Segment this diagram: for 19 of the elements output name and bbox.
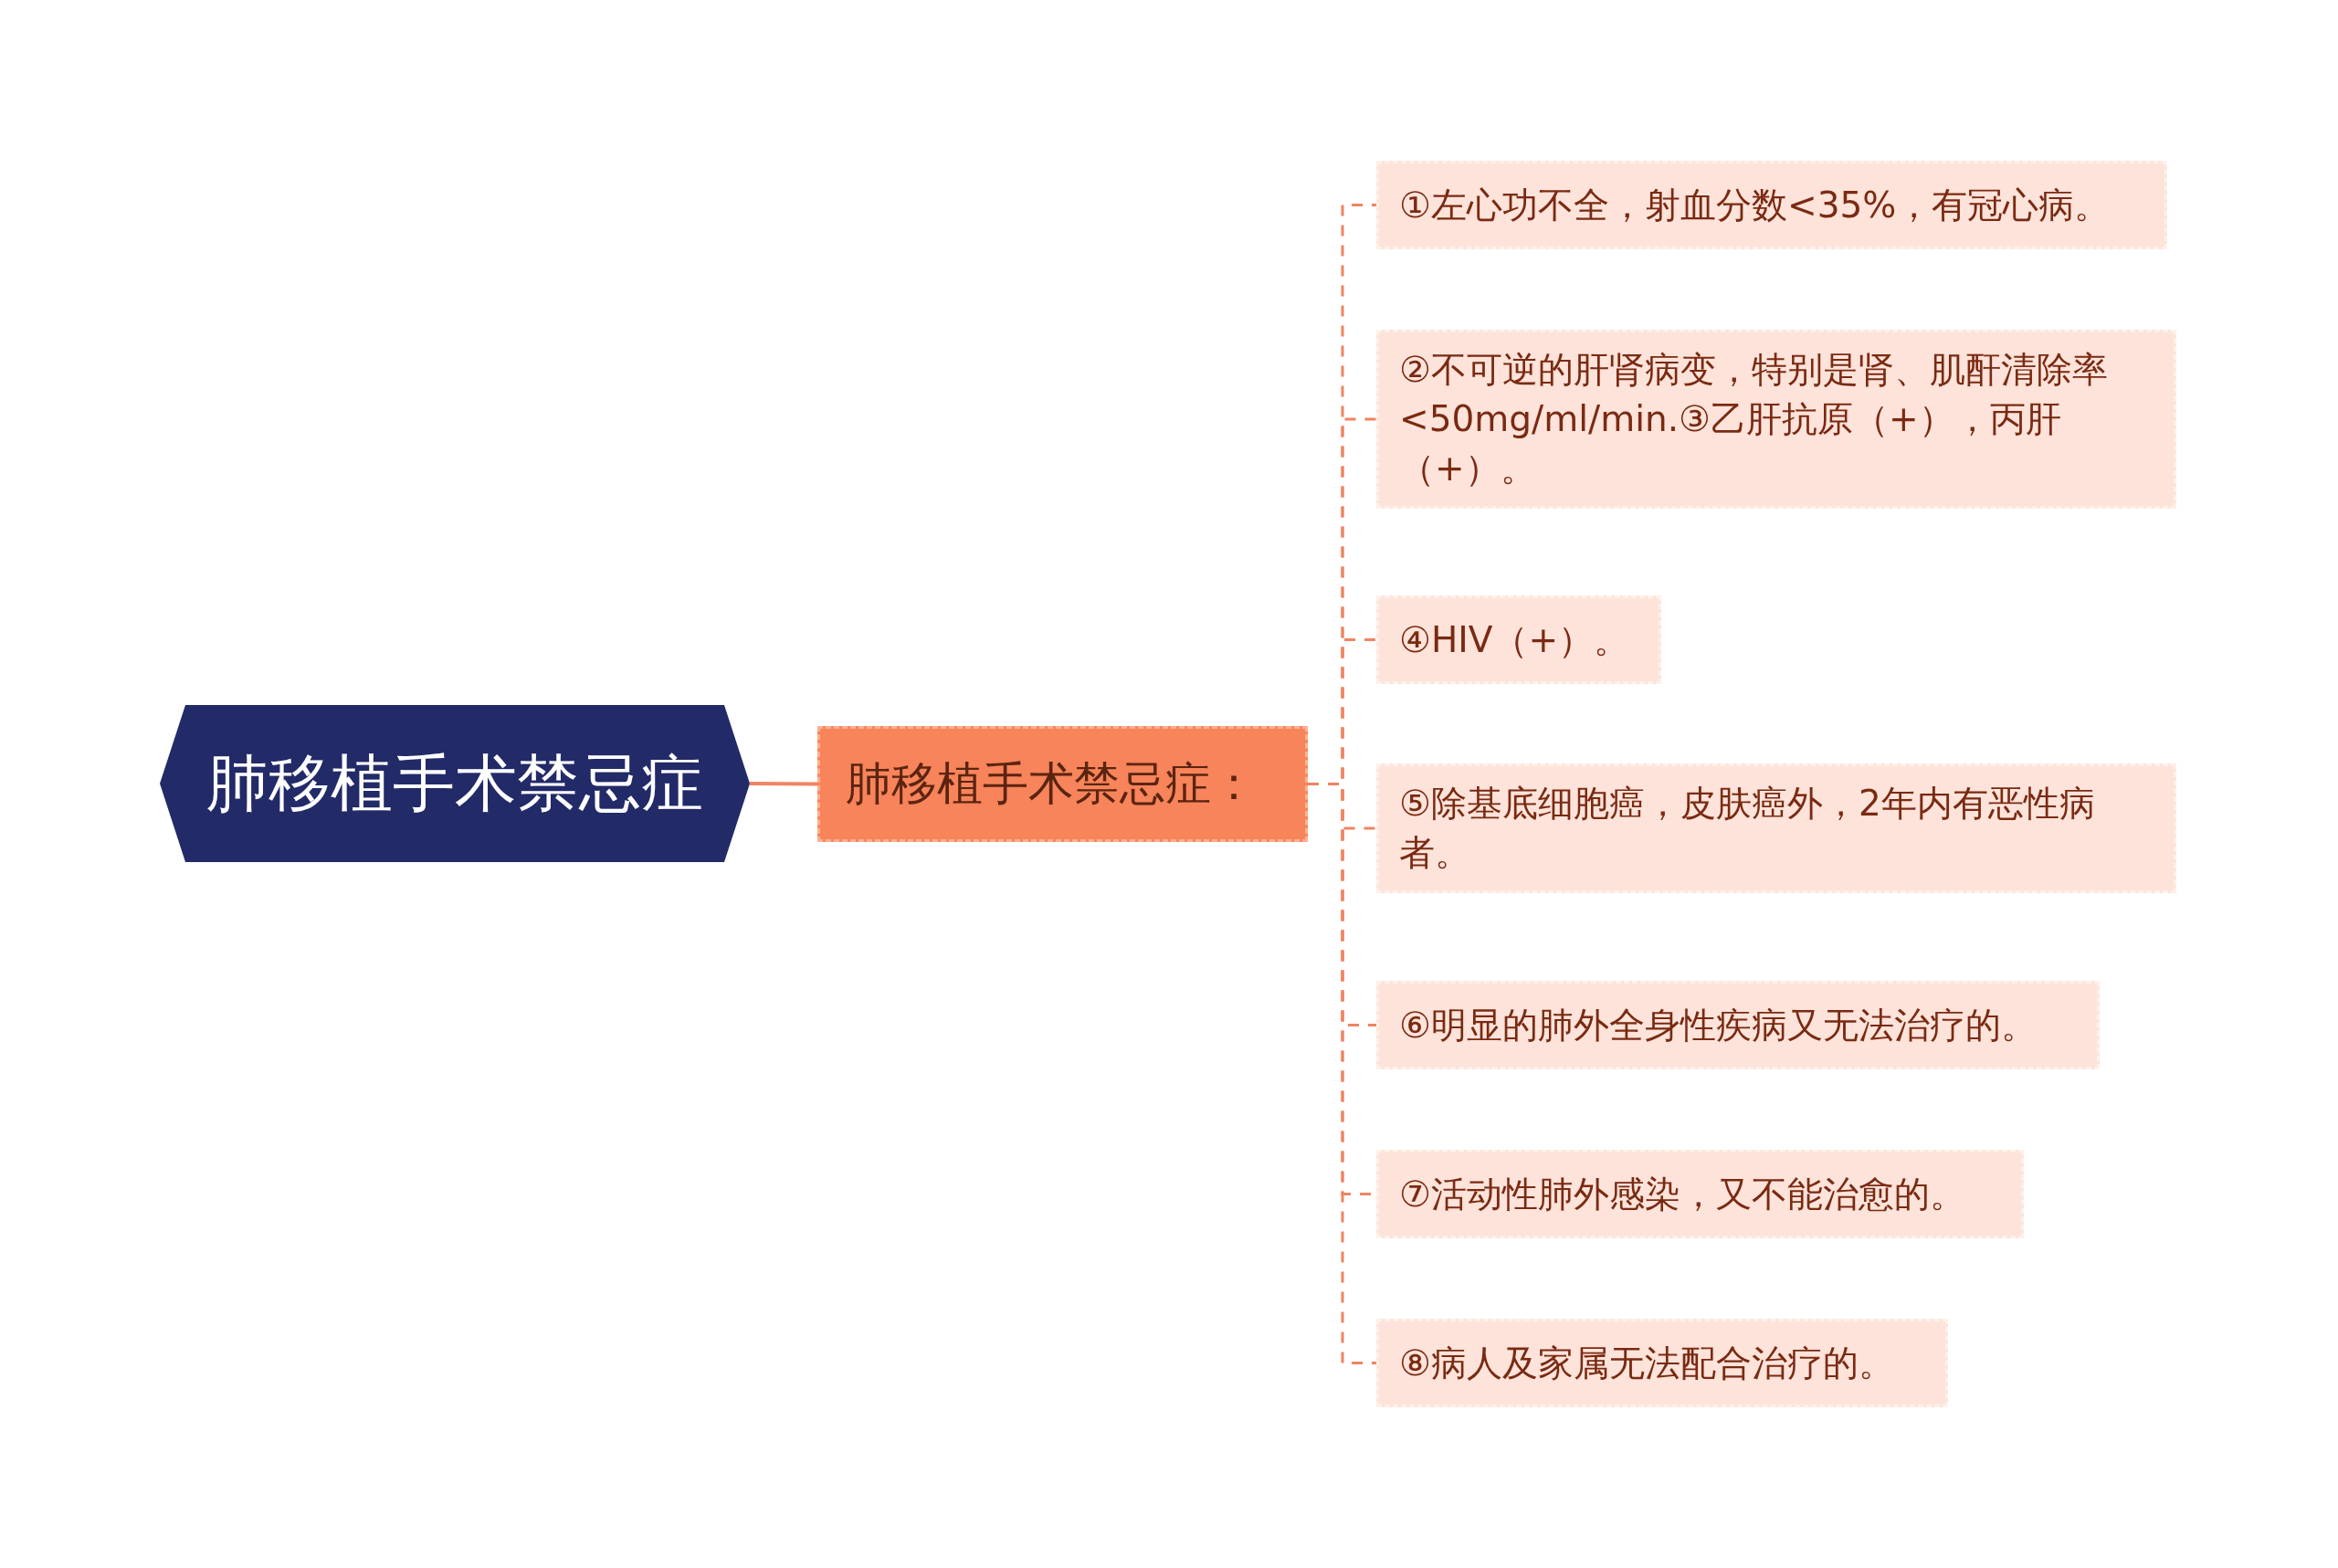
node-text: 肺移植手术禁忌症 <box>206 745 703 821</box>
node-text: ⑧病人及家属无法配合治疗的。 <box>1399 1341 1894 1385</box>
node-text: ⑦活动性肺外感染，又不能治愈的。 <box>1399 1172 1965 1216</box>
connector-line <box>750 782 817 786</box>
subtopic-box <box>1376 595 1661 684</box>
subtopic-box <box>1376 981 2100 1069</box>
subtopic-box <box>1376 1150 2024 1238</box>
node-text: ①左心功不全，射血分数<35%，有冠心病。 <box>1399 183 2111 227</box>
subtopic-box <box>1376 161 2167 249</box>
topic-box <box>817 726 1308 842</box>
hexagon-node <box>160 705 750 862</box>
node-text: ⑥明显的肺外全身性疾病又无法治疗的。 <box>1399 1003 2037 1047</box>
subtopic-box <box>1376 330 2176 509</box>
node-text: ④HIV（+）。 <box>1399 617 1630 662</box>
node-text: 肺移植手术禁忌症： <box>846 756 1257 812</box>
node-text: ②不可逆的肝肾病变，特别是肾、肌酐清除率<50mg/ml/min.③乙肝抗原（+），丙肝（+）。 <box>1399 348 2109 490</box>
subtopic-box <box>1376 1319 1948 1407</box>
node-text: ⑤除基底细胞癌，皮肤癌外，2年内有恶性病者。 <box>1399 782 2096 875</box>
subtopic-box <box>1376 763 2176 893</box>
